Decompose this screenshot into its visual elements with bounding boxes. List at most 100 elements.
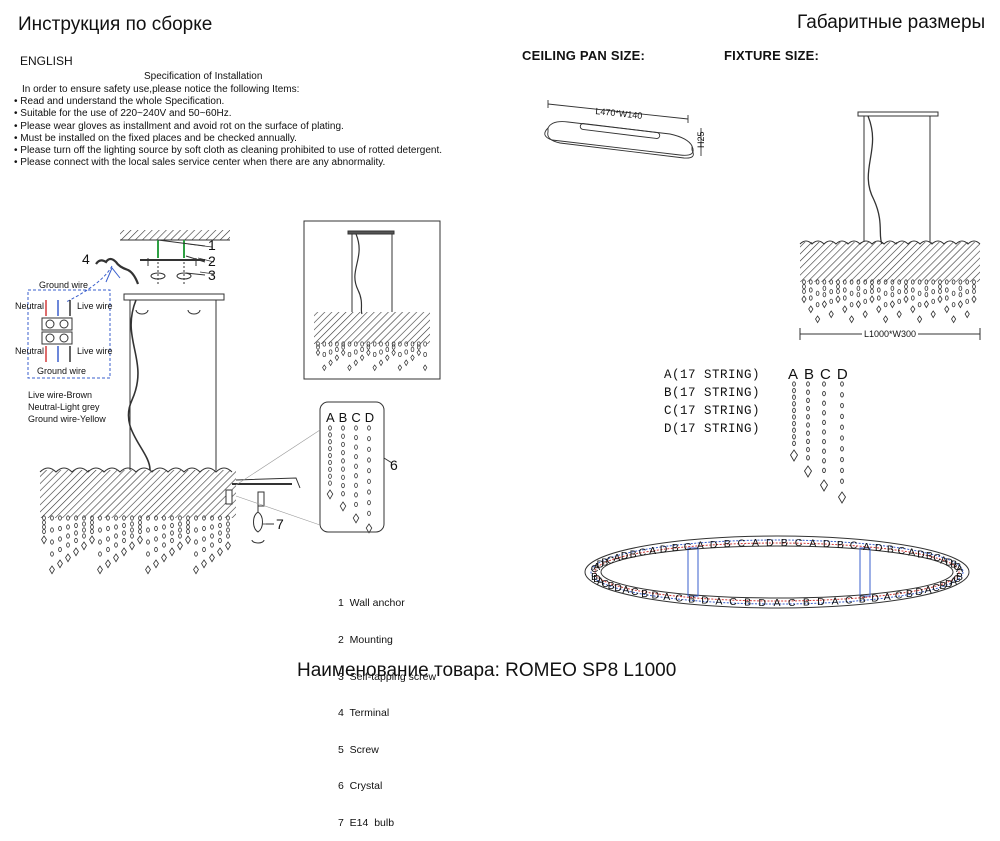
ring-letter: A: [593, 561, 600, 573]
crystal-drop: [957, 300, 963, 309]
crystal-bead: [347, 351, 352, 358]
crystal-drop: [964, 310, 970, 319]
ring-letter: B: [781, 537, 788, 549]
crystal-drop: [89, 535, 95, 545]
crystal-bead: [341, 433, 345, 439]
language-label: ENGLISH: [20, 54, 73, 68]
crystal-bead: [944, 287, 949, 293]
crystal-bead: [910, 287, 915, 293]
crystal-drop: [145, 565, 151, 575]
crystal-bead: [58, 515, 62, 521]
ring-letter: A: [649, 545, 656, 557]
crystal-bead: [802, 284, 806, 290]
crystal-bead: [917, 290, 922, 296]
ground-wire-top-label: Ground wire: [39, 280, 89, 290]
crystal-drop: [217, 547, 223, 557]
crystal-bead: [218, 530, 222, 536]
crystal-bead: [385, 346, 390, 353]
crystal-bead: [66, 533, 70, 539]
crystal-drop: [404, 359, 409, 367]
product-name: Наименование товара: ROMEO SP8 L1000: [297, 660, 677, 681]
ring-letter: A: [832, 596, 839, 608]
crystal-bead: [958, 292, 963, 298]
crystal-drop: [903, 295, 909, 304]
ring-letter: A: [613, 552, 620, 564]
crystal-bead: [74, 530, 78, 536]
ring-letter: D: [871, 592, 879, 604]
crystal-bead: [328, 446, 332, 452]
crystal-bead: [806, 446, 810, 453]
crystal-bead: [328, 341, 333, 347]
crystal-bead: [354, 492, 358, 498]
crystal-drop: [889, 300, 895, 309]
ring-letter: A: [863, 541, 870, 553]
crystal-bead: [154, 546, 158, 553]
crystal-bead: [82, 533, 86, 539]
crystal-drop: [971, 295, 977, 304]
wire-color-item: Ground wire-Yellow: [28, 414, 106, 424]
crystal-bead: [106, 515, 110, 521]
crystal-bead: [66, 542, 70, 548]
crystal-drop: [789, 449, 799, 462]
crystal-bead: [341, 450, 345, 456]
part-item: 1 Wall anchor: [338, 597, 405, 610]
right-crystal-letters: ABCD: [788, 366, 854, 383]
crystal-bead: [897, 279, 901, 285]
crystal-bead: [367, 500, 371, 506]
crystal-bead: [792, 434, 796, 440]
crystal-bead: [328, 432, 332, 438]
crystal-bead: [194, 527, 198, 533]
ring-letter: A: [925, 584, 932, 596]
crystal-bead: [372, 341, 377, 347]
crystal-bead: [815, 290, 820, 296]
ring-letter: B: [630, 548, 637, 560]
crystal-bead: [360, 346, 364, 353]
crystal-bead: [146, 515, 150, 521]
ring-letter: D: [593, 573, 601, 585]
crystal-bead: [840, 392, 844, 398]
spec-list: • Read and understand the whole Specific…: [14, 96, 442, 170]
crystal-drop: [372, 364, 377, 372]
crystal-drop: [397, 364, 403, 372]
crystal-bead: [354, 482, 358, 488]
callout-3: 3: [208, 267, 216, 283]
crystal-bead: [910, 295, 915, 301]
crystal-bead: [836, 284, 840, 290]
crystal-bead: [98, 551, 102, 557]
crystal-drop: [883, 315, 889, 324]
crystal-bead: [951, 290, 956, 296]
crystal-bead: [90, 524, 94, 530]
ring-letter: C: [953, 573, 961, 585]
crystal-bead: [354, 425, 358, 431]
crystal-drop: [385, 354, 390, 362]
ring-letter: C: [684, 541, 692, 553]
ceiling-pan-drawing: [544, 100, 702, 159]
crystal-bead: [226, 515, 230, 521]
crystal-bead: [972, 284, 976, 290]
crystal-bead: [341, 425, 345, 431]
wire-color-legend: Live wire-Brown Neutral-Light grey Groun…: [28, 389, 106, 425]
crystal-bead: [90, 528, 94, 535]
crystal-bead: [840, 424, 844, 430]
crystal-drop: [869, 295, 875, 304]
crystal-drop: [862, 310, 868, 319]
crystal-bead: [842, 295, 847, 301]
ring-letter: B: [956, 571, 963, 583]
crystal-bead: [792, 414, 796, 420]
crystal-bead: [792, 407, 796, 414]
crystal-drop: [326, 489, 334, 500]
crystal-bead: [876, 279, 881, 285]
crystal-bead: [792, 440, 796, 447]
crystal-bead: [74, 515, 78, 521]
crystal-bead: [146, 551, 150, 557]
crystal-bead: [194, 515, 198, 521]
crystal-drop: [209, 553, 215, 563]
crystal-drop: [910, 305, 916, 314]
crystal-bead: [849, 279, 854, 285]
crystal-bead: [50, 527, 54, 533]
crystal-drop: [410, 354, 415, 362]
crystal-bead: [226, 521, 230, 527]
crystal-bead: [822, 438, 826, 445]
part-item: 5 Screw: [338, 743, 379, 756]
crystal-bead: [806, 422, 810, 428]
